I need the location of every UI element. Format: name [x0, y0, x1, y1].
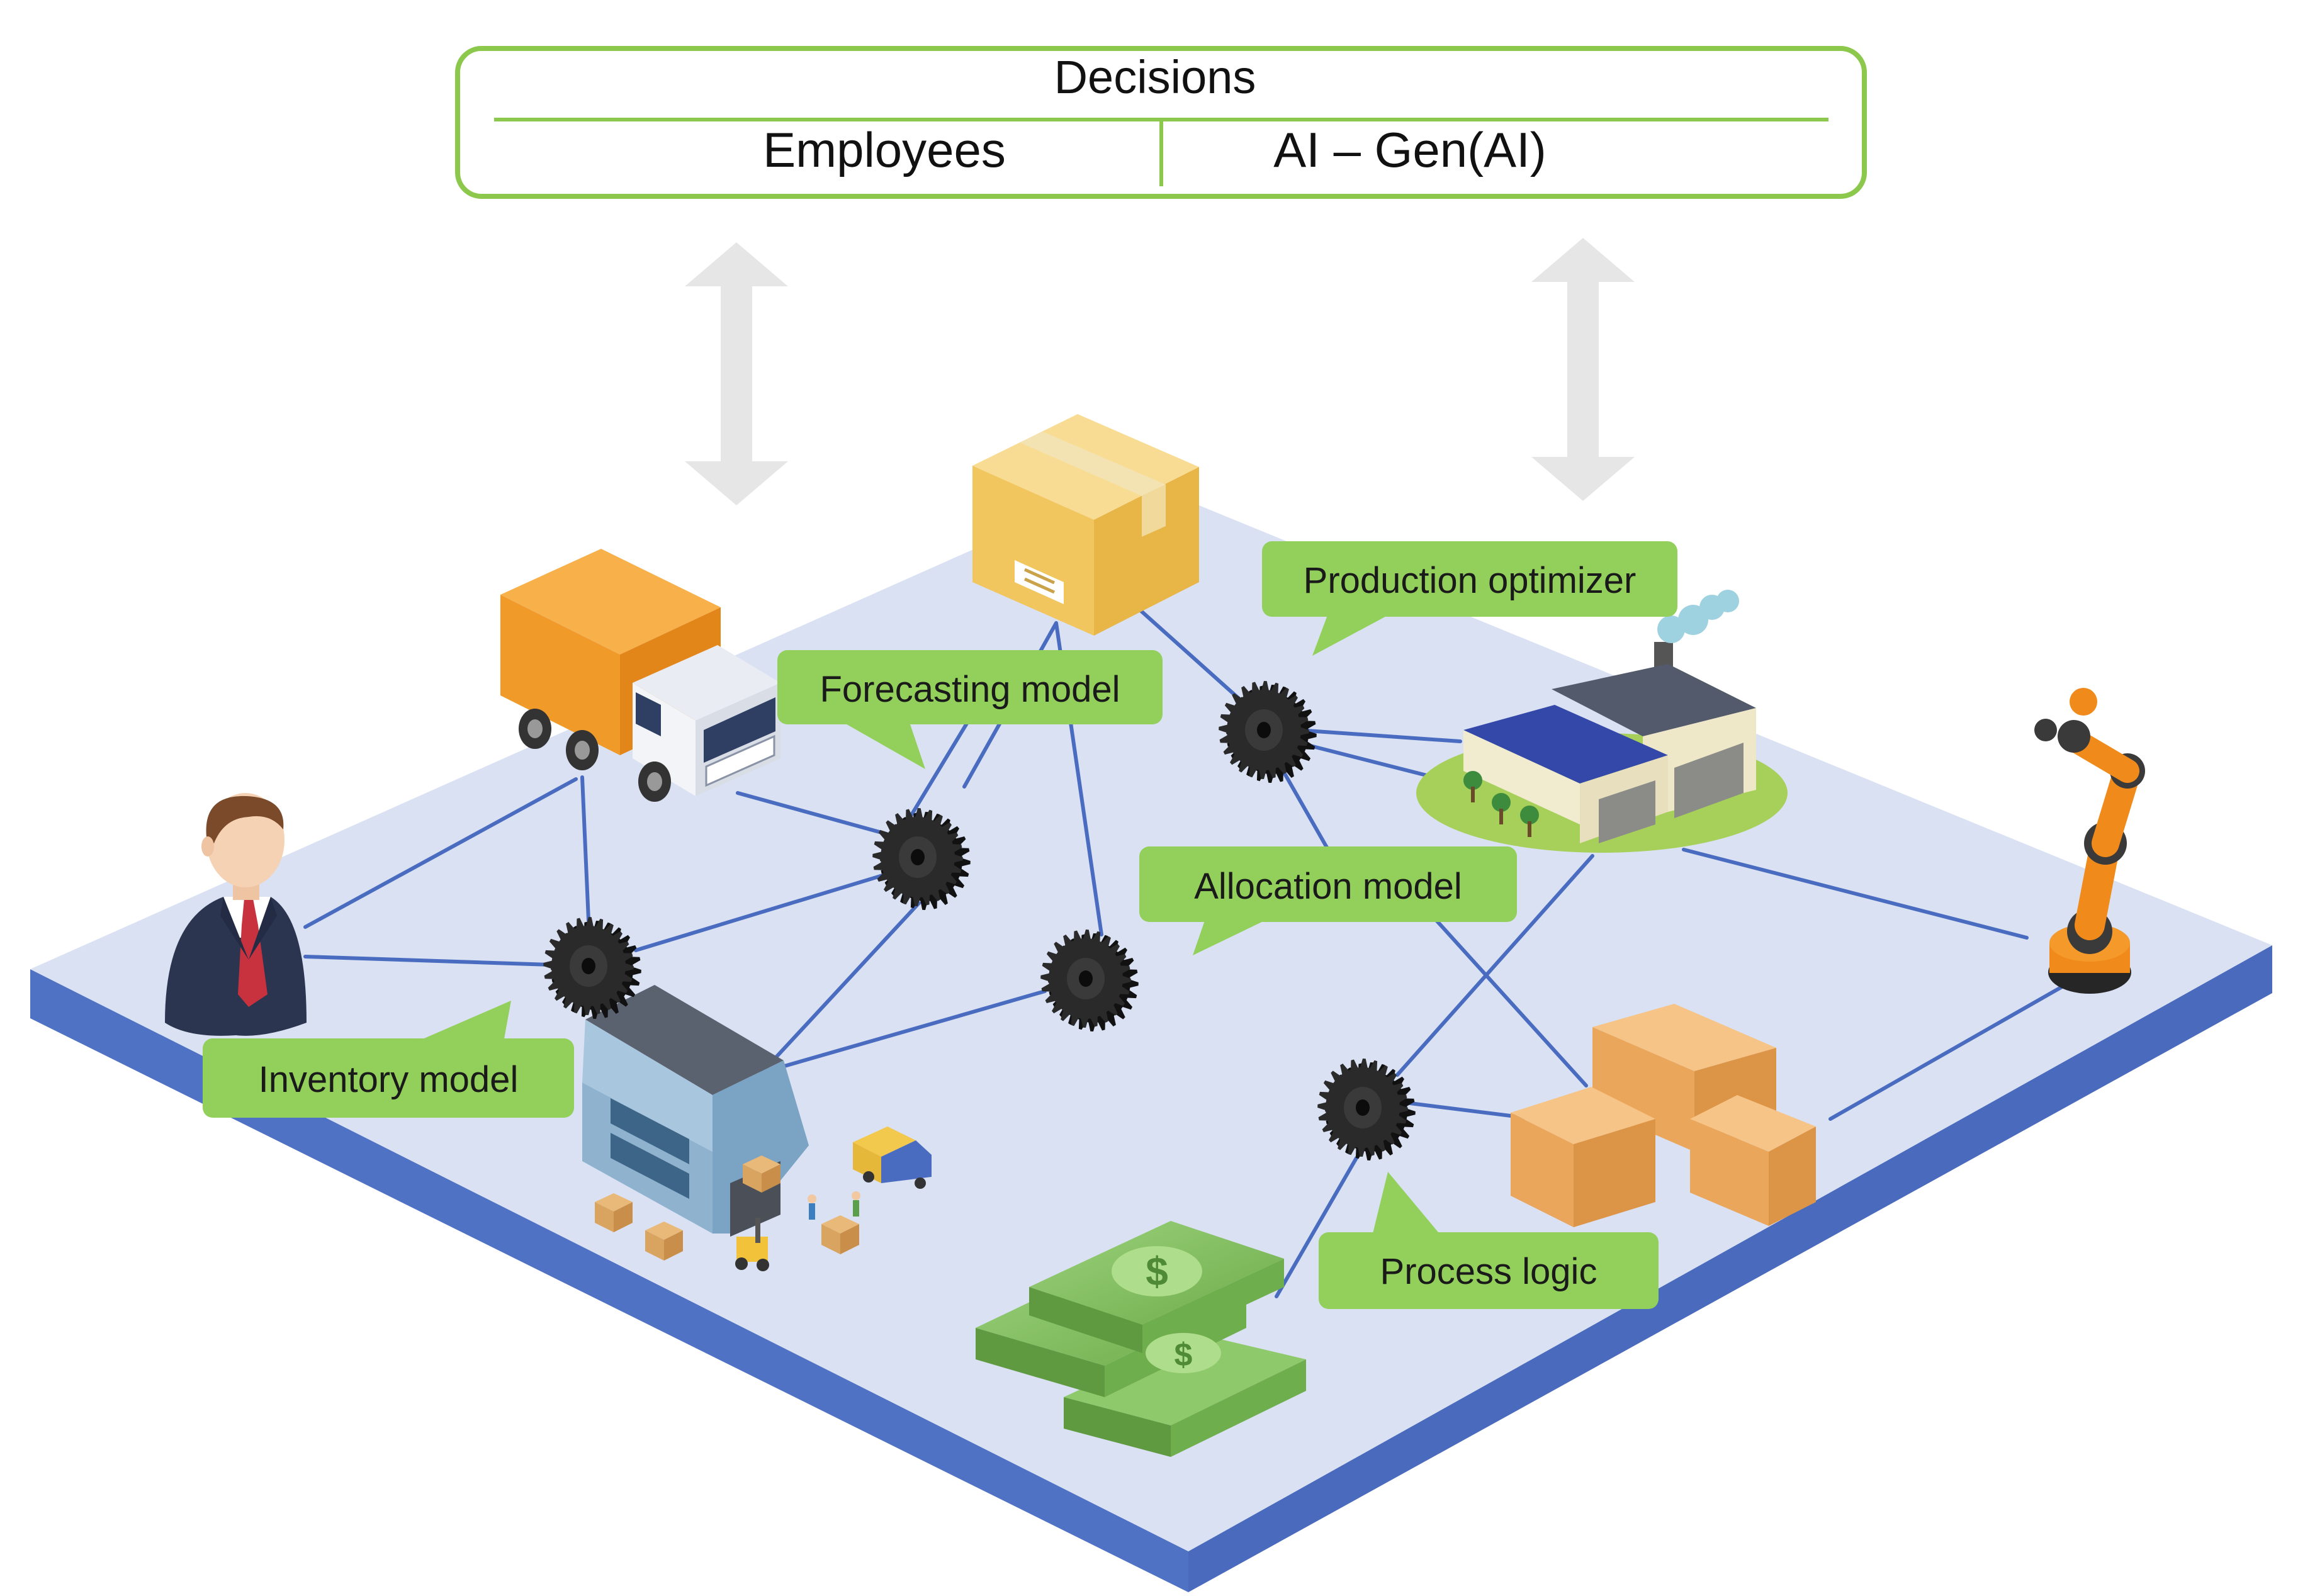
robot-arm-icon — [2034, 688, 2145, 994]
person-icon — [165, 793, 307, 1036]
platform-side-left — [30, 969, 1188, 1592]
callout-inventory: Inventory model — [203, 1001, 574, 1118]
money-stack-icon: $ $ — [976, 1221, 1306, 1457]
gear-icon — [1040, 930, 1139, 1031]
double-arrow-left-icon — [685, 242, 788, 505]
decisions-ai: AI – Gen(AI) — [1273, 122, 1547, 177]
cardboard-boxes-icon — [1511, 1004, 1816, 1227]
decisions-box: Decisions Employees AI – Gen(AI) — [455, 46, 1867, 199]
gear-icon — [1219, 681, 1317, 783]
decisions-employees: Employees — [763, 122, 1006, 177]
callout-allocation-text: Allocation model — [1194, 866, 1462, 907]
callout-production-text: Production optimizer — [1304, 560, 1637, 601]
callout-forecasting-text: Forecasting model — [820, 669, 1120, 710]
callout-production: Production optimizer — [1262, 541, 1677, 656]
gear-icon — [1317, 1059, 1416, 1160]
double-arrow-right-icon — [1531, 238, 1635, 501]
svg-text:$: $ — [1146, 1249, 1168, 1294]
svg-text:$: $ — [1175, 1337, 1193, 1373]
callout-inventory-text: Inventory model — [259, 1059, 519, 1100]
gear-icon — [872, 808, 971, 910]
callout-process: Process logic — [1319, 1172, 1659, 1309]
callout-allocation: Allocation model — [1139, 846, 1517, 955]
parcel-box-icon — [972, 414, 1199, 636]
callout-process-text: Process logic — [1380, 1251, 1597, 1292]
gear-icon — [543, 917, 641, 1019]
truck-icon — [500, 549, 780, 802]
warehouse-icon — [582, 985, 932, 1271]
decisions-title: Decisions — [1054, 51, 1256, 103]
factory-icon — [1416, 590, 1788, 853]
callout-forecasting: Forecasting model — [777, 650, 1163, 769]
gears — [543, 681, 1416, 1160]
platform-side-right — [1188, 945, 2272, 1592]
